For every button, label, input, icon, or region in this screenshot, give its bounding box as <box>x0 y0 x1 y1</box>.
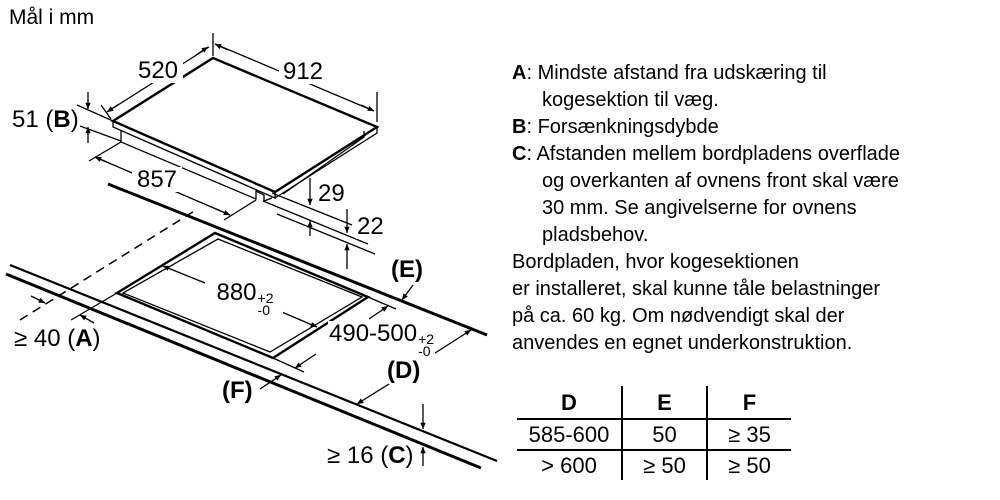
table-cell: 50 <box>621 419 707 451</box>
leader-D-front <box>356 383 390 405</box>
table-header-row: D E F <box>517 386 791 420</box>
dim-880 <box>162 265 318 328</box>
dim-label-490-500: 490-500+2-0 <box>328 320 436 359</box>
table-header-E: E <box>621 386 707 420</box>
table-row: 585-600 50 ≥ 35 <box>517 419 791 451</box>
table-cell: 585-600 <box>517 419 622 451</box>
definition-A: A: Mindste afstand fra udskæring til kog… <box>512 62 827 111</box>
installation-drawing <box>5 33 498 470</box>
table-cell: > 600 <box>541 453 597 478</box>
dimension-table: D E F 585-600 50 ≥ 35 > 600 ≥ 50 ≥ 50 <box>517 386 791 480</box>
dim-label-E: (E) <box>390 256 425 283</box>
label-leaders <box>259 284 472 405</box>
tolerance-880: +2-0 <box>257 290 274 318</box>
leader-F <box>259 374 282 390</box>
worktop-front-edge-bottom <box>5 272 482 470</box>
table-cell: ≥ 50 <box>621 450 707 480</box>
dim-label-857: 857 <box>132 167 182 193</box>
dim-40A <box>30 292 118 324</box>
table-header-F: F <box>706 386 791 420</box>
table-cell: ≥ 50 <box>706 450 791 480</box>
dim-label-912: 912 <box>279 59 327 85</box>
leader-D-back <box>431 329 472 356</box>
load-note-paragraph: Bordpladen, hvor kogesektionen er instal… <box>512 251 880 354</box>
dim-51B <box>76 92 122 143</box>
dim-29-22 <box>262 178 376 269</box>
dim-label-520: 520 <box>133 58 183 84</box>
text-panel: A: Mindste afstand fra udskæring til kog… <box>512 60 974 480</box>
worktop-back-edge <box>107 182 488 337</box>
tolerance-490-500: +2-0 <box>418 331 435 359</box>
worktop-front-edge-top <box>9 263 498 463</box>
table-cell: ≥ 35 <box>706 419 791 451</box>
definition-C: C: Afstanden mellem bordpladens overflad… <box>512 143 901 246</box>
dim-label-16C: ≥ 16 (C) <box>326 442 415 469</box>
dim-label-40A: ≥ 40 (A) <box>13 325 102 352</box>
definition-B: B: Forsænkningsdybde <box>512 116 719 138</box>
dim-label-D: (D) <box>386 357 422 384</box>
wall-dashed-line <box>19 209 197 321</box>
page-title: Mål i mm <box>9 6 95 29</box>
installation-diagram: Mål i mm 520 912 51 (B) 857 29 22 880+2-… <box>5 6 498 470</box>
dim-label-29: 29 <box>317 180 346 207</box>
dim-label-880: 880+2-0 <box>207 280 283 318</box>
cutout-inner-edge <box>121 238 364 353</box>
dim-label-51B: 51 (B) <box>11 106 80 133</box>
dim-label-22: 22 <box>356 213 385 240</box>
table-row: > 600 ≥ 50 ≥ 50 <box>517 450 791 480</box>
dim-490-500 <box>272 296 397 373</box>
table-header-D: D <box>517 386 622 420</box>
dim-label-F: (F) <box>221 377 254 404</box>
leader-E <box>401 284 414 301</box>
